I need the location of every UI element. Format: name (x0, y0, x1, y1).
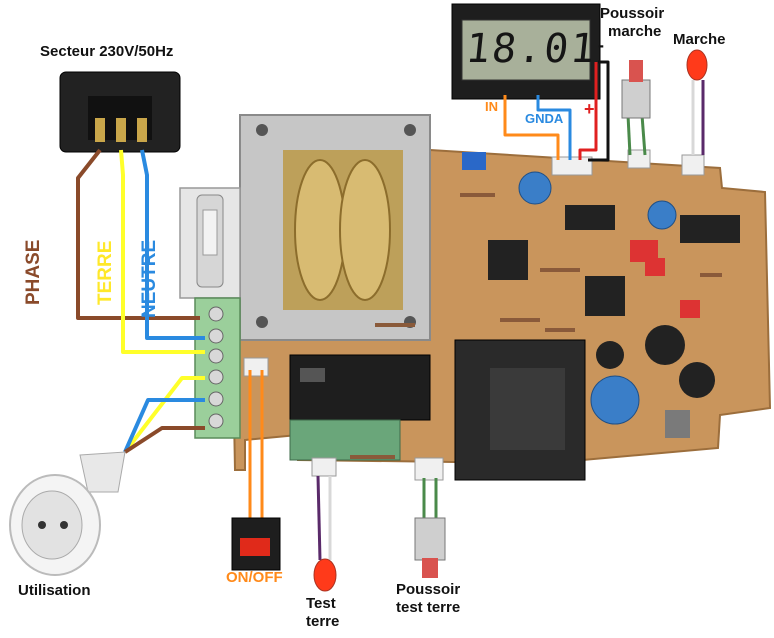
terre-wire (119, 149, 205, 354)
neutre-wire (140, 149, 205, 340)
poussoir-test-label-1: Poussoir (396, 581, 461, 598)
neutre-label: NEUTRE (139, 239, 160, 318)
poussoir-test-label-2: test terre (396, 599, 461, 616)
small-transformer (454, 339, 586, 481)
utilisation-yellow (123, 376, 205, 454)
blue-trimmer (462, 152, 486, 170)
ic-chip (585, 276, 625, 316)
poussoir-marche-label-1: Poussoir (600, 5, 665, 22)
transformer (239, 114, 431, 341)
on-off-switch (231, 370, 281, 571)
mains-label: Secteur 230V/50Hz (40, 43, 174, 60)
test-terre-label-1: Test (306, 595, 336, 612)
red-capacitor (630, 240, 658, 262)
in-label: IN (485, 99, 498, 114)
terminal-block (194, 297, 241, 439)
utilisation-outlet (9, 451, 126, 576)
electrolytic-capacitor (518, 171, 552, 205)
minus-wire (588, 60, 610, 162)
gnda-wire (536, 95, 572, 160)
utilisation-brown (123, 426, 205, 454)
red-capacitor (645, 258, 665, 276)
marche-label: Marche (673, 31, 726, 48)
connector (414, 457, 444, 481)
electrolytic-capacitor (590, 375, 640, 425)
poussoir-marche (621, 60, 651, 156)
utilisation-label: Utilisation (18, 582, 91, 599)
connector (311, 457, 337, 477)
lcd-reading: 18.01 (463, 26, 599, 72)
electrolytic-capacitor (645, 325, 685, 365)
mains-inlet (59, 71, 181, 153)
ic-chip (565, 205, 615, 230)
marche-led (686, 49, 708, 155)
lcd-module (451, 3, 601, 100)
in-wire (503, 95, 560, 160)
electrolytic-capacitor (647, 200, 677, 230)
plus-label: + (584, 99, 595, 119)
ic-chip (488, 240, 528, 280)
electrolytic-capacitor (596, 341, 624, 369)
poussoir-test-terre (414, 478, 446, 578)
electrolytic-capacitor (679, 362, 715, 398)
on-off-label: ON/OFF (226, 569, 283, 586)
connector (681, 154, 705, 176)
connector (551, 156, 593, 176)
test-terre-led (313, 475, 337, 592)
utilisation-blue (123, 398, 205, 453)
fuse-holder (179, 187, 241, 299)
plus-wire (578, 62, 598, 160)
phase-wire (76, 148, 200, 320)
relay (289, 354, 431, 421)
ic-chip (680, 215, 740, 243)
resistors (350, 193, 722, 459)
green-capacitor (289, 419, 401, 461)
terre-label: TERRE (95, 240, 116, 305)
connector (243, 357, 269, 377)
test-terre-label-2: terre (306, 613, 340, 630)
poussoir-marche-label-2: marche (608, 23, 662, 40)
regulator (665, 410, 690, 438)
phase-label: PHASE (23, 239, 44, 305)
red-capacitor (680, 300, 700, 318)
minus-label: - (598, 35, 604, 55)
gnda-label: GNDA (525, 111, 564, 126)
